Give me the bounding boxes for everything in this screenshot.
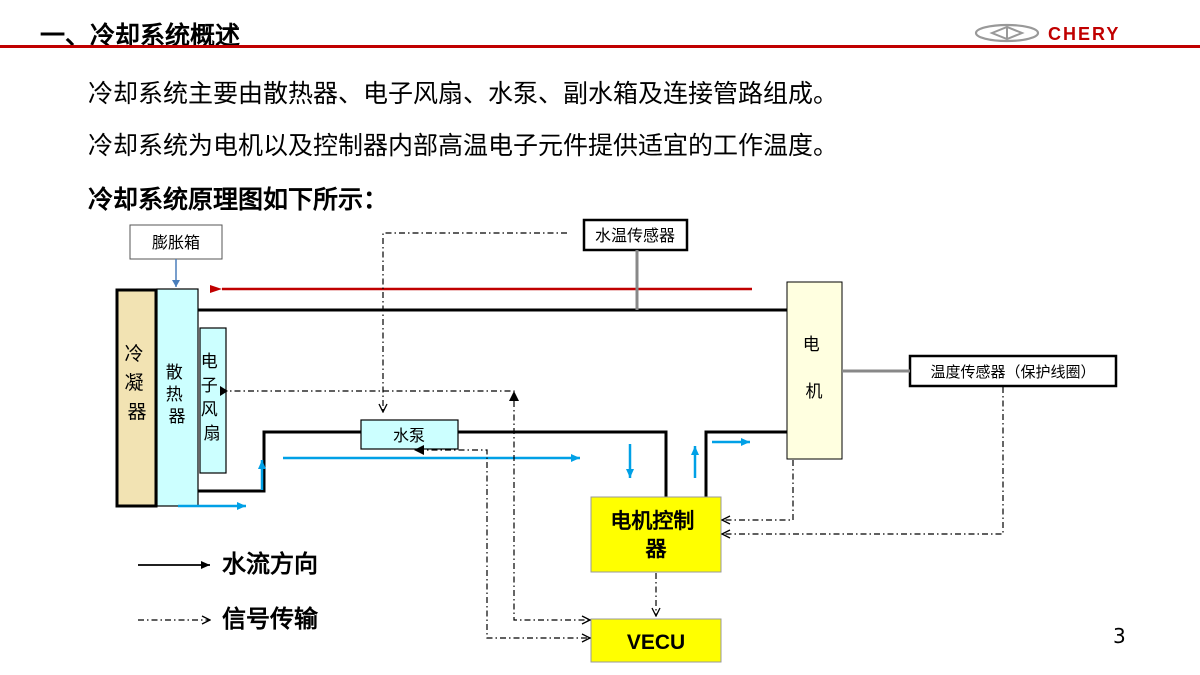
condenser-box bbox=[115, 288, 158, 508]
motor-box bbox=[786, 281, 843, 460]
controller-line: 器 bbox=[645, 537, 668, 561]
controller-box bbox=[590, 496, 722, 573]
brand-text: CHERY bbox=[1048, 24, 1120, 44]
fan-char: 扇 bbox=[204, 424, 221, 444]
motor-char: 电 bbox=[803, 335, 820, 355]
fan-label: 电 子 风 扇 bbox=[201, 352, 223, 444]
radiator-char: 器 bbox=[169, 407, 186, 427]
motor-label: 电 机 bbox=[803, 335, 825, 402]
chery-logo: CHERY bbox=[974, 23, 1120, 44]
controller-label: 电机控制 器 bbox=[610, 509, 701, 561]
radiator-box bbox=[156, 288, 199, 507]
controller-line: 电机控制 bbox=[610, 509, 694, 533]
title-divider bbox=[0, 45, 1200, 48]
temp-sensor-label: 温度传感器（保护线圈） bbox=[930, 363, 1095, 381]
signal-temp-to-controller bbox=[722, 387, 1004, 534]
water-temp-sensor-label: 水温传感器 bbox=[595, 226, 675, 245]
signal-arrow-fan bbox=[220, 386, 228, 396]
fan-char: 电 bbox=[201, 352, 218, 372]
legend-water-label: 水流方向 bbox=[222, 550, 318, 578]
pump-to-controller-pipe bbox=[458, 430, 668, 497]
vecu-label: VECU bbox=[627, 631, 685, 654]
intro-line-1: 冷却系统主要由散热器、电子风扇、水泵、副水箱及连接管路组成。 bbox=[88, 79, 839, 108]
fan-char: 风 bbox=[201, 400, 218, 420]
fan-box bbox=[199, 327, 227, 474]
expansion-tank-label: 膨胀箱 bbox=[152, 233, 200, 252]
condenser-label: 冷 凝 器 bbox=[124, 343, 149, 423]
pump-box bbox=[360, 419, 459, 450]
signal-arrow-pump-left bbox=[414, 445, 424, 455]
signal-motor-to-controller bbox=[722, 460, 794, 520]
signal-water-temp-to-pump bbox=[383, 232, 567, 412]
condenser-char: 凝 bbox=[124, 372, 143, 394]
intro-line-3: 冷却系统原理图如下所示： bbox=[88, 185, 389, 214]
legend-signal-label: 信号传输 bbox=[222, 605, 319, 633]
pump-label: 水泵 bbox=[393, 426, 425, 445]
condenser-char: 冷 bbox=[124, 343, 143, 365]
fan-char: 子 bbox=[201, 376, 218, 396]
signal-arrow-up bbox=[509, 391, 519, 401]
intro-line-2: 冷却系统为电机以及控制器内部高温电子元件提供适宜的工作温度。 bbox=[88, 131, 839, 160]
page-number: 3 bbox=[1113, 624, 1126, 648]
radiator-char: 热 bbox=[166, 385, 183, 405]
controller-to-motor-pipe bbox=[704, 430, 788, 497]
radiator-char: 散 bbox=[166, 363, 183, 383]
vecu-box bbox=[590, 618, 722, 663]
signal-pump-to-vecu bbox=[418, 449, 590, 638]
condenser-char: 器 bbox=[127, 401, 146, 423]
radiator-label: 散 热 器 bbox=[166, 363, 188, 427]
motor-char: 机 bbox=[806, 382, 823, 402]
